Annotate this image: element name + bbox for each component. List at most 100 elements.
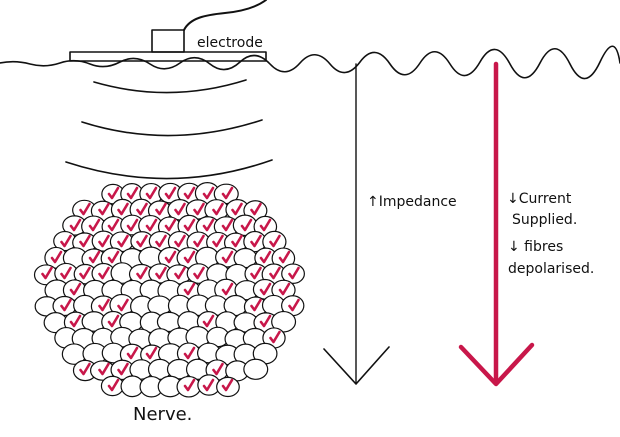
electrode-connector xyxy=(151,29,185,53)
depolarised-tick xyxy=(278,282,291,296)
depolarised-tick xyxy=(98,234,110,248)
depolarised-tick xyxy=(98,298,110,312)
depolarised-tick xyxy=(183,250,196,264)
depolarised-tick xyxy=(155,266,167,280)
field-arcs xyxy=(65,79,273,180)
depolarised-tick xyxy=(60,234,72,248)
depolarised-tick xyxy=(107,218,120,232)
depolarised-tick xyxy=(41,266,53,280)
depolarised-tick xyxy=(88,218,101,232)
depolarised-tick xyxy=(79,234,91,248)
depolarised-tick xyxy=(269,266,281,280)
current-label-line2: Supplied. xyxy=(512,212,577,228)
depolarised-tick xyxy=(98,202,110,216)
depolarised-tick xyxy=(250,266,262,280)
depolarised-tick xyxy=(202,378,215,392)
depolarised-tick xyxy=(164,186,177,200)
depolarised-tick xyxy=(250,234,262,248)
depolarised-tick xyxy=(98,362,110,376)
depolarised-tick xyxy=(107,314,120,328)
depolarised-tick xyxy=(269,234,281,248)
depolarised-tick xyxy=(259,282,272,296)
depolarised-tick xyxy=(60,266,72,280)
depolarised-tick xyxy=(117,202,129,216)
depolarised-tick xyxy=(136,202,148,216)
depolarised-tick xyxy=(164,250,177,264)
depolarised-tick xyxy=(193,266,205,280)
depolarised-tick xyxy=(79,362,91,376)
depolarised-tick xyxy=(212,202,224,216)
impedance-label: ↑Impedance xyxy=(367,194,457,210)
depolarised-tick xyxy=(98,266,110,280)
nerve-label: Nerve. xyxy=(133,404,192,425)
depolarised-tick xyxy=(221,378,234,392)
depolarised-tick xyxy=(174,266,186,280)
depolarised-tick xyxy=(145,218,158,232)
depolarised-tick xyxy=(250,298,262,312)
depolarised-tick xyxy=(136,234,148,248)
depolarised-tick xyxy=(79,202,91,216)
depolarised-tick xyxy=(240,218,253,232)
electrode: electrode xyxy=(69,0,267,62)
depolarised-tick xyxy=(221,186,234,200)
depolarised-tick xyxy=(126,186,139,200)
field-arc xyxy=(65,159,273,180)
depolarised-tick xyxy=(221,218,234,232)
depolarised-tick xyxy=(202,218,215,232)
impedance-arrow xyxy=(323,63,390,385)
depolarised-tick xyxy=(126,346,139,360)
depolarised-tick xyxy=(145,186,158,200)
depolarised-tick xyxy=(183,186,196,200)
depolarised-tick xyxy=(183,218,196,232)
depolarised-tick xyxy=(259,314,272,328)
depolarised-tick xyxy=(164,218,177,232)
depolarised-tick xyxy=(212,234,224,248)
depolarised-tick xyxy=(107,186,120,200)
depolarised-tick xyxy=(107,250,120,264)
depolarised-tick xyxy=(250,202,262,216)
depolarised-tick xyxy=(193,202,205,216)
electrode-pad xyxy=(69,51,267,62)
nerve-fibre xyxy=(243,358,269,380)
nerve-bundle xyxy=(33,182,305,398)
depolarised-tick xyxy=(221,282,234,296)
field-arc xyxy=(93,79,247,94)
nerve-fibre xyxy=(100,375,125,397)
depolarised-tick xyxy=(193,234,205,248)
current-arrow xyxy=(458,61,535,387)
depolarised-tick xyxy=(259,250,272,264)
depolarised-tick xyxy=(145,346,158,360)
depolarised-tick xyxy=(174,202,186,216)
skin-surface-line xyxy=(0,45,620,80)
depolarised-tick xyxy=(183,346,196,360)
fibres-label-line2: depolarised. xyxy=(508,261,594,277)
fibres-label-line1: ↓ fibres xyxy=(508,239,563,255)
depolarised-tick xyxy=(79,266,91,280)
electrode-lead-wire xyxy=(183,0,267,31)
depolarised-tick xyxy=(60,298,72,312)
depolarised-tick xyxy=(259,218,272,232)
depolarised-tick xyxy=(117,298,129,312)
depolarised-tick xyxy=(107,378,120,392)
depolarised-tick xyxy=(155,202,167,216)
depolarised-tick xyxy=(69,314,82,328)
depolarised-tick xyxy=(183,282,196,296)
depolarised-tick xyxy=(117,234,129,248)
depolarised-tick xyxy=(126,218,139,232)
depolarised-tick xyxy=(269,330,281,344)
depolarised-tick xyxy=(50,250,63,264)
field-arc xyxy=(81,119,263,137)
depolarised-tick xyxy=(174,234,186,248)
depolarised-tick xyxy=(221,250,234,264)
depolarised-tick xyxy=(69,218,82,232)
depolarised-tick xyxy=(231,202,243,216)
depolarised-tick xyxy=(69,282,82,296)
depolarised-tick xyxy=(212,362,224,376)
depolarised-tick xyxy=(202,186,215,200)
depolarised-tick xyxy=(183,378,196,392)
depolarised-tick xyxy=(288,266,300,280)
depolarised-tick xyxy=(117,362,129,376)
depolarised-tick xyxy=(136,266,148,280)
depolarised-tick xyxy=(288,298,300,312)
